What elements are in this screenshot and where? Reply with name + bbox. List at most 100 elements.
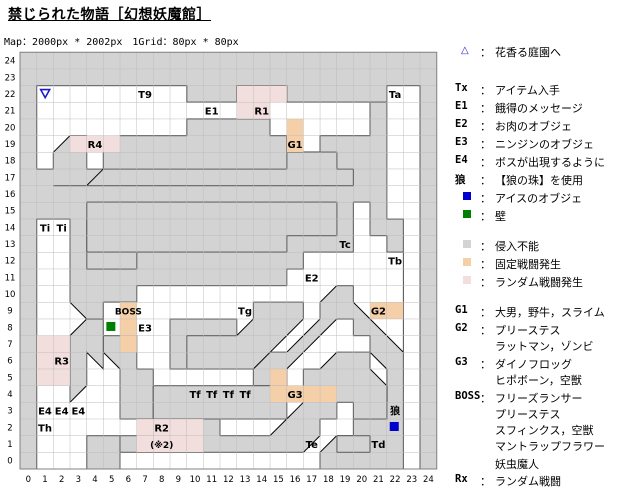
random-battle-cell (186, 435, 204, 453)
map-label: Te (306, 440, 318, 451)
map-label: E3 (138, 323, 152, 334)
random-battle-cell (236, 85, 254, 103)
y-axis-label: 21 (5, 107, 16, 117)
map-label: (※2) (150, 440, 173, 451)
x-axis-label: 22 (390, 475, 401, 485)
random-battle-cell (170, 435, 187, 453)
random-battle-cell (36, 335, 54, 353)
legend-colon: ： (480, 156, 491, 169)
map-label: T9 (138, 90, 152, 101)
map-label: Tc (339, 240, 350, 251)
legend-key: E1 (455, 100, 468, 112)
x-axis-label: 3 (76, 475, 81, 485)
legend-key: 狼 (455, 174, 466, 186)
legend-key: E2 (455, 118, 468, 130)
x-axis-label: 5 (109, 475, 114, 485)
random-battle-cell (53, 368, 71, 386)
legend-colon: ： (480, 84, 491, 97)
map-label: E1 (205, 107, 219, 118)
x-axis-label: 1 (42, 475, 47, 485)
x-axis-label: 9 (176, 475, 181, 485)
fixed-battle-cell (370, 302, 387, 319)
legend-colon: ： (480, 240, 491, 253)
fixed-battle-cell (286, 385, 304, 403)
random-battle-cell (170, 418, 187, 436)
random-battle-cell (136, 418, 154, 436)
y-axis-label: 20 (5, 123, 16, 133)
legend-colon: ： (480, 392, 491, 405)
y-axis-label: 19 (5, 140, 16, 150)
map-label: E4 (38, 407, 52, 418)
legend-colon: ： (480, 276, 491, 289)
map-label: R1 (254, 107, 269, 118)
map-label: Tg (238, 307, 252, 318)
map-label: Tb (388, 257, 402, 268)
legend-text: ランダム戦闘 (495, 475, 561, 488)
y-axis-label: 5 (7, 373, 12, 383)
y-axis-label: 15 (5, 207, 16, 217)
y-axis-label: 13 (5, 240, 16, 250)
x-axis-label: 23 (406, 475, 417, 485)
random-battle-cell (253, 102, 271, 119)
legend-colon: ： (480, 138, 491, 151)
y-axis-label: 18 (5, 157, 16, 167)
map-label: Ti (57, 223, 67, 234)
random-battle-swatch-icon (463, 276, 471, 284)
map-label: Th (38, 423, 52, 434)
blocked-swatch-icon (463, 240, 471, 248)
x-axis-label: 14 (256, 475, 267, 485)
wall-square-icon (463, 210, 471, 218)
x-axis-label: 8 (159, 475, 164, 485)
legend-key: E4 (455, 154, 468, 166)
legend-colon: ： (480, 192, 491, 205)
legend-text: ラットマン，ゾンビ (495, 340, 594, 353)
wall-object-icon (106, 321, 116, 331)
map-label: R4 (88, 140, 103, 151)
random-battle-cell (153, 418, 171, 436)
fixed-battle-cell (270, 385, 287, 403)
fixed-battle-swatch-icon (463, 258, 471, 266)
y-axis-label: 24 (5, 57, 16, 67)
map-label: R2 (154, 423, 169, 434)
legend-colon: ： (480, 174, 491, 187)
ice-object-icon (389, 421, 399, 431)
random-battle-cell (53, 352, 71, 369)
x-axis-label: 10 (190, 475, 201, 485)
x-axis-label: 13 (240, 475, 251, 485)
map-label: E4 (55, 407, 69, 418)
random-battle-cell (70, 135, 87, 153)
y-axis-label: 12 (5, 257, 16, 267)
map-info: Map：2000px * 2002px 1Grid：80px * 80px (4, 37, 239, 48)
x-axis-label: 0 (26, 475, 31, 485)
random-battle-cell (36, 368, 54, 386)
x-axis-label: 16 (290, 475, 301, 485)
y-axis-label: 10 (5, 290, 16, 300)
exit-triangle-icon: △ (461, 45, 469, 56)
map-label: Ta (389, 90, 401, 101)
y-axis-label: 3 (7, 407, 12, 417)
ice-square-icon (463, 192, 471, 200)
map-label: Tf (206, 390, 218, 401)
random-battle-cell (53, 335, 71, 353)
legend-colon: ： (480, 258, 491, 271)
legend-text: 大男，野牛，スライム (495, 306, 605, 319)
legend-text: アイスのオブジェ (495, 192, 583, 205)
x-axis-label: 11 (206, 475, 217, 485)
map-label: Ti (40, 223, 50, 234)
x-axis-label: 21 (373, 475, 384, 485)
legend-text: 壁 (495, 210, 506, 223)
map-border (19, 51, 438, 470)
random-battle-cell (136, 435, 154, 453)
random-battle-cell (103, 135, 121, 153)
legend-text: アイテム入手 (495, 84, 560, 97)
legend-colon: ： (480, 210, 491, 223)
map-label: E4 (71, 407, 85, 418)
x-axis-label: 15 (273, 475, 284, 485)
map-label: G1 (287, 140, 302, 151)
y-axis-label: 11 (5, 273, 16, 283)
random-battle-cell (270, 85, 287, 103)
fixed-battle-cell (120, 318, 137, 336)
y-axis-label: 23 (5, 73, 16, 83)
legend-text: 花香る庭園へ (495, 46, 561, 59)
